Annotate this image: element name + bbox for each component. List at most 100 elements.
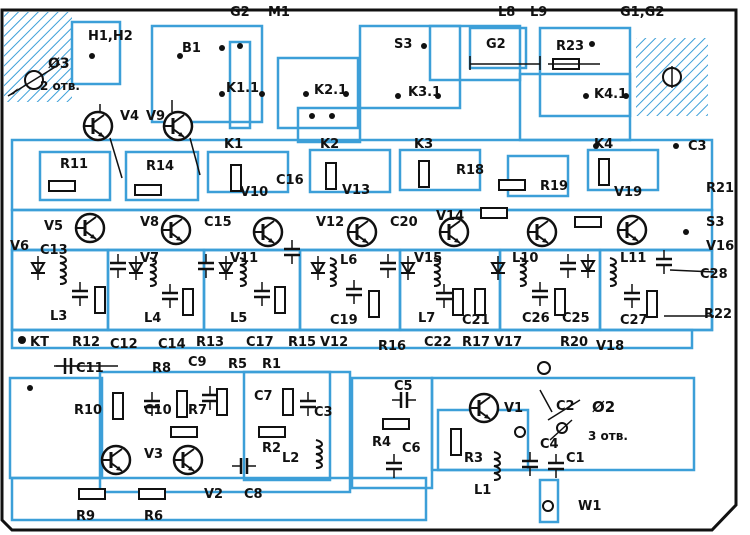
component-label-r3: R3 xyxy=(464,451,483,466)
hole-note-right-count: 3 отв. xyxy=(588,429,628,443)
component-label-h1h2: H1,H2 xyxy=(88,29,133,44)
component-label-l4: L4 xyxy=(144,311,161,326)
component-label-c6: C6 xyxy=(402,441,421,456)
component-label-s3-right: S3 xyxy=(706,215,724,230)
component-label-r16: R16 xyxy=(378,339,406,354)
component-label-k4: K4 xyxy=(594,137,613,152)
component-label-v4: V4 xyxy=(120,109,139,124)
component-label-r22: R22 xyxy=(704,307,732,322)
component-label-v17: V17 xyxy=(494,335,522,350)
component-label-v3: V3 xyxy=(144,447,163,462)
component-label-v2: V2 xyxy=(204,487,223,502)
component-label-r6: R6 xyxy=(144,509,163,524)
component-label-v12a: V12 xyxy=(316,215,344,230)
hole-note-left-diameter: Ø3 xyxy=(48,56,70,72)
component-label-c28: C28 xyxy=(700,267,728,282)
component-label-r2: R2 xyxy=(262,441,281,456)
component-label-k1-1: K1.1 xyxy=(226,81,259,96)
component-label-k2: K2 xyxy=(320,137,339,152)
component-label-r14: R14 xyxy=(146,159,174,174)
component-label-l6: L6 xyxy=(340,253,357,268)
component-label-v14: V14 xyxy=(436,209,464,224)
component-label-c3-bot: C3 xyxy=(314,405,333,420)
component-label-v13: V13 xyxy=(342,183,370,198)
hole-note-left-count: 2 отв. xyxy=(40,79,80,93)
component-label-c11: C11 xyxy=(76,361,104,376)
component-label-v18: V18 xyxy=(596,339,624,354)
component-label-w1: W1 xyxy=(578,499,601,514)
component-label-l2: L2 xyxy=(282,451,299,466)
component-label-l10: L10 xyxy=(512,251,538,266)
component-label-c27: C27 xyxy=(620,313,648,328)
component-label-r13: R13 xyxy=(196,335,224,350)
component-label-v15: V15 xyxy=(414,251,442,266)
component-label-r7: R7 xyxy=(188,403,207,418)
component-label-c15: C15 xyxy=(204,215,232,230)
component-label-c22: C22 xyxy=(424,335,452,350)
component-label-r5: R5 xyxy=(228,357,247,372)
component-label-v5: V5 xyxy=(44,219,63,234)
component-label-v9: V9 xyxy=(146,109,165,124)
component-label-c19: C19 xyxy=(330,313,358,328)
component-label-v19: V19 xyxy=(614,185,642,200)
component-label-c4: C4 xyxy=(540,437,559,452)
solder-points xyxy=(27,41,689,391)
component-label-l8: L8 xyxy=(498,5,515,20)
component-label-k2-1: K2.1 xyxy=(314,83,347,98)
component-label-k3: K3 xyxy=(414,137,433,152)
conductor-traces xyxy=(8,20,714,524)
component-label-v10: V10 xyxy=(240,185,268,200)
component-label-l5: L5 xyxy=(230,311,247,326)
component-label-c1: C1 xyxy=(566,451,585,466)
component-label-c25: C25 xyxy=(562,311,590,326)
components xyxy=(7,56,715,512)
component-label-l7: L7 xyxy=(418,311,435,326)
component-label-c7: C7 xyxy=(254,389,273,404)
component-label-c5: C5 xyxy=(394,379,413,394)
component-label-r20: R20 xyxy=(560,335,588,350)
component-label-v8: V8 xyxy=(140,215,159,230)
component-label-k1: K1 xyxy=(224,137,243,152)
component-label-g2-top: G2 xyxy=(230,5,250,20)
component-label-v6: V6 xyxy=(10,239,29,254)
component-label-c20: C20 xyxy=(390,215,418,230)
component-label-c16: C16 xyxy=(276,173,304,188)
component-label-c21: C21 xyxy=(462,313,490,328)
component-label-r10: R10 xyxy=(74,403,102,418)
component-label-l1: L1 xyxy=(474,483,491,498)
component-label-r15: R15 xyxy=(288,335,316,350)
component-label-c17: C17 xyxy=(246,335,274,350)
component-label-v11: V11 xyxy=(230,251,258,266)
component-label-v7: V7 xyxy=(140,251,159,266)
component-label-r19: R19 xyxy=(540,179,568,194)
component-label-kt: KT xyxy=(30,335,49,350)
component-label-k4-1: K4.1 xyxy=(594,87,627,102)
component-label-c9: C9 xyxy=(188,355,207,370)
component-label-c8: C8 xyxy=(244,487,263,502)
component-label-b1: B1 xyxy=(182,41,201,56)
component-label-r18: R18 xyxy=(456,163,484,178)
component-label-r23: R23 xyxy=(556,39,584,54)
component-label-l9: L9 xyxy=(530,5,547,20)
component-label-c2: C2 xyxy=(556,399,575,414)
component-label-g2-mid: G2 xyxy=(486,37,506,52)
component-label-r9: R9 xyxy=(76,509,95,524)
component-label-c13: C13 xyxy=(40,243,68,258)
component-label-r4: R4 xyxy=(372,435,391,450)
component-label-r8: R8 xyxy=(152,361,171,376)
component-label-c14: C14 xyxy=(158,337,186,352)
component-label-r17: R17 xyxy=(462,335,490,350)
component-label-c10: C10 xyxy=(144,403,172,418)
component-label-r1: R1 xyxy=(262,357,281,372)
component-label-c3-top: C3 xyxy=(688,139,707,154)
component-label-k3-1: K3.1 xyxy=(408,85,441,100)
component-label-m1: M1 xyxy=(268,5,290,20)
component-label-l3: L3 xyxy=(50,309,67,324)
component-label-v12b: V12 xyxy=(320,335,348,350)
component-label-r21: R21 xyxy=(706,181,734,196)
component-label-c26: C26 xyxy=(522,311,550,326)
component-label-v1: V1 xyxy=(504,401,523,416)
hole-note-right-diameter: Ø2 xyxy=(592,398,615,416)
